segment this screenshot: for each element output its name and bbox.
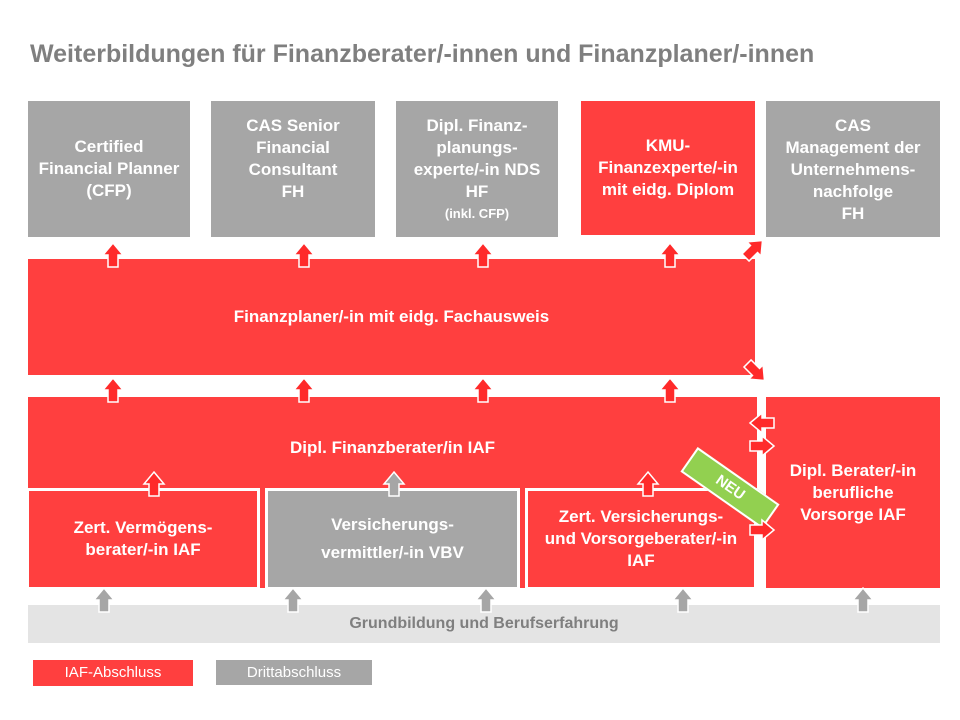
text: Zert. Vermögens-: [73, 518, 213, 537]
text: experte/-in NDS: [413, 160, 541, 179]
text: berater/-in IAF: [85, 540, 201, 559]
text: Financial Planner: [38, 159, 180, 178]
box-vermoegensberater: Zert. Vermögens-berater/-in IAF: [26, 488, 260, 590]
text: Dipl. Berater/-in: [789, 460, 917, 480]
arrow-up-icon: [659, 377, 681, 403]
text: planungs-: [436, 138, 518, 157]
arrow-up-icon: [282, 587, 304, 613]
arrow-up-icon: [475, 587, 497, 613]
arrow-diagonal-icon: [739, 355, 773, 389]
text: berufliche: [812, 482, 894, 502]
text: und Vorsorgeberater/-in: [544, 529, 738, 548]
arrow-up-icon: [383, 471, 405, 497]
text: vermittler/-in VBV: [321, 543, 464, 562]
text: Management der: [785, 138, 921, 157]
arrow-up-icon: [472, 242, 494, 268]
text: Versicherungs-: [331, 515, 454, 534]
arrow-up-icon: [93, 587, 115, 613]
text: Dipl. Finanzberater/in IAF: [290, 438, 495, 457]
legend-iaf: IAF-Abschluss: [33, 660, 193, 686]
text: (CFP): [86, 181, 132, 200]
text: Certified: [74, 137, 144, 156]
box-nds: Dipl. Finanz-planungs-experte/-in NDS HF (…: [396, 101, 558, 237]
text: IAF: [627, 551, 655, 570]
text: Dipl. Finanz-: [426, 116, 528, 135]
text: Finanzplaner/-in mit eidg. Fachausweis: [233, 307, 550, 326]
arrow-right-icon: [749, 519, 775, 541]
arrow-left-icon: [749, 412, 775, 434]
text: Vorsorge IAF: [800, 504, 906, 524]
note: (inkl. CFP): [444, 206, 510, 221]
arrow-up-icon: [102, 242, 124, 268]
text: Zert. Versicherungs-: [558, 507, 724, 526]
box-versicherungsberater: Zert. Versicherungs-und Vorsorgeberater/…: [525, 488, 757, 590]
text: Consultant: [248, 160, 338, 179]
box-vbv: Versicherungs-vermittler/-in VBV: [265, 488, 520, 590]
text: FH: [281, 182, 305, 201]
arrow-up-icon: [293, 242, 315, 268]
arrow-up-icon: [143, 471, 165, 497]
text: HF: [465, 182, 489, 201]
text: FH: [841, 204, 865, 223]
arrow-up-icon: [637, 471, 659, 497]
arrow-up-icon: [472, 377, 494, 403]
text: nachfolge: [812, 182, 894, 201]
arrow-up-icon: [852, 587, 874, 613]
arrow-up-icon: [659, 242, 681, 268]
arrow-up-icon: [672, 587, 694, 613]
box-finanzplaner: Finanzplaner/-in mit eidg. Fachausweis: [28, 259, 755, 375]
arrow-up-icon: [293, 377, 315, 403]
text: Financial: [256, 138, 330, 157]
text: mit eidg. Diplom: [601, 180, 735, 199]
page-title: Weiterbildungen für Finanzberater/-innen…: [30, 40, 815, 68]
text: Drittabschluss: [246, 663, 342, 681]
arrow-diagonal-icon: [737, 232, 771, 266]
text: CAS: [835, 116, 871, 135]
text: Unternehmens-: [790, 160, 916, 179]
box-kmu: KMU- Finanzexperte/-in mit eidg. Diplom: [581, 101, 755, 235]
text: CAS Senior: [246, 116, 340, 135]
text: Finanzexperte/-in: [598, 158, 738, 177]
text: Grundbildung und Berufserfahrung: [349, 615, 619, 632]
arrow-up-icon: [102, 377, 124, 403]
legend-third: Drittabschluss: [216, 660, 372, 685]
arrow-right-icon: [749, 435, 775, 457]
text: KMU-: [645, 136, 691, 155]
text: IAF-Abschluss: [64, 664, 162, 681]
